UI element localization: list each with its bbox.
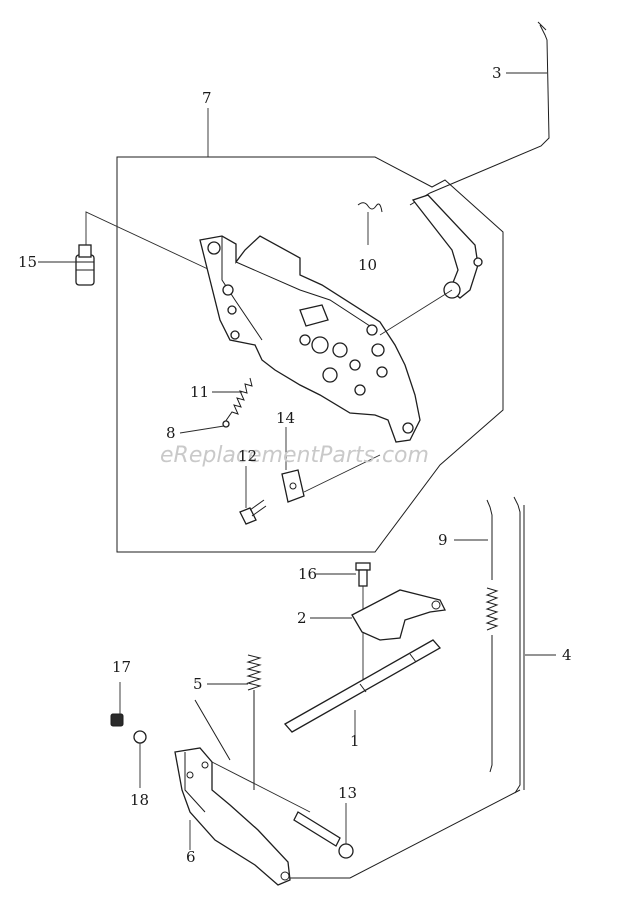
plate-2[interactable]	[351, 589, 446, 641]
callout-3: 3	[492, 64, 502, 82]
governor-rod-3[interactable]	[409, 21, 550, 206]
bolt-15-leader	[85, 211, 211, 271]
callout-7: 7	[202, 89, 212, 107]
callout-labels: 1 2 3 4 5 6 7 8 9 10 11 12 13 14 15 16 1…	[18, 64, 572, 866]
spring-rod-9[interactable]	[485, 499, 499, 773]
leader-lines	[38, 72, 556, 850]
bolt-15[interactable]	[75, 244, 95, 286]
governor-lever[interactable]	[411, 194, 483, 299]
clamp-14[interactable]	[281, 469, 305, 503]
callout-4: 4	[562, 646, 572, 664]
spring-11[interactable]	[224, 377, 253, 423]
control-bracket-7[interactable]	[199, 235, 421, 443]
callout-15: 15	[18, 253, 37, 271]
callout-17: 17	[112, 658, 131, 676]
callout-11: 11	[190, 383, 209, 401]
callout-16: 16	[298, 565, 317, 583]
rod-4[interactable]	[513, 496, 525, 794]
callout-2: 2	[297, 609, 307, 627]
callout-18: 18	[130, 791, 149, 809]
screw-16[interactable]	[355, 562, 371, 587]
spring-5[interactable]	[246, 654, 262, 790]
watermark: eReplacementParts.com	[160, 443, 429, 468]
assembly-outline-7	[116, 156, 504, 553]
spring-clip-10[interactable]	[357, 202, 383, 213]
shaft-1[interactable]	[283, 639, 442, 733]
screw-12[interactable]	[239, 499, 267, 525]
callout-1: 1	[350, 732, 360, 750]
lever-6[interactable]	[174, 747, 291, 886]
nut-17[interactable]	[110, 713, 124, 727]
callout-10: 10	[358, 256, 377, 274]
callout-6: 6	[186, 848, 196, 866]
washer-18[interactable]	[133, 730, 147, 744]
callout-13: 13	[338, 784, 357, 802]
pin-8[interactable]	[222, 420, 230, 428]
bracket-link-line	[379, 289, 453, 336]
callout-12: 12	[238, 447, 257, 465]
callout-14: 14	[276, 409, 295, 427]
clamp-14-leader	[303, 454, 381, 493]
callout-5: 5	[193, 675, 203, 693]
lever-6-link	[211, 761, 311, 813]
bolt-13[interactable]	[293, 811, 354, 859]
callout-9: 9	[438, 531, 448, 549]
callout-8: 8	[166, 424, 176, 442]
assembly-outline-lower	[194, 699, 521, 879]
